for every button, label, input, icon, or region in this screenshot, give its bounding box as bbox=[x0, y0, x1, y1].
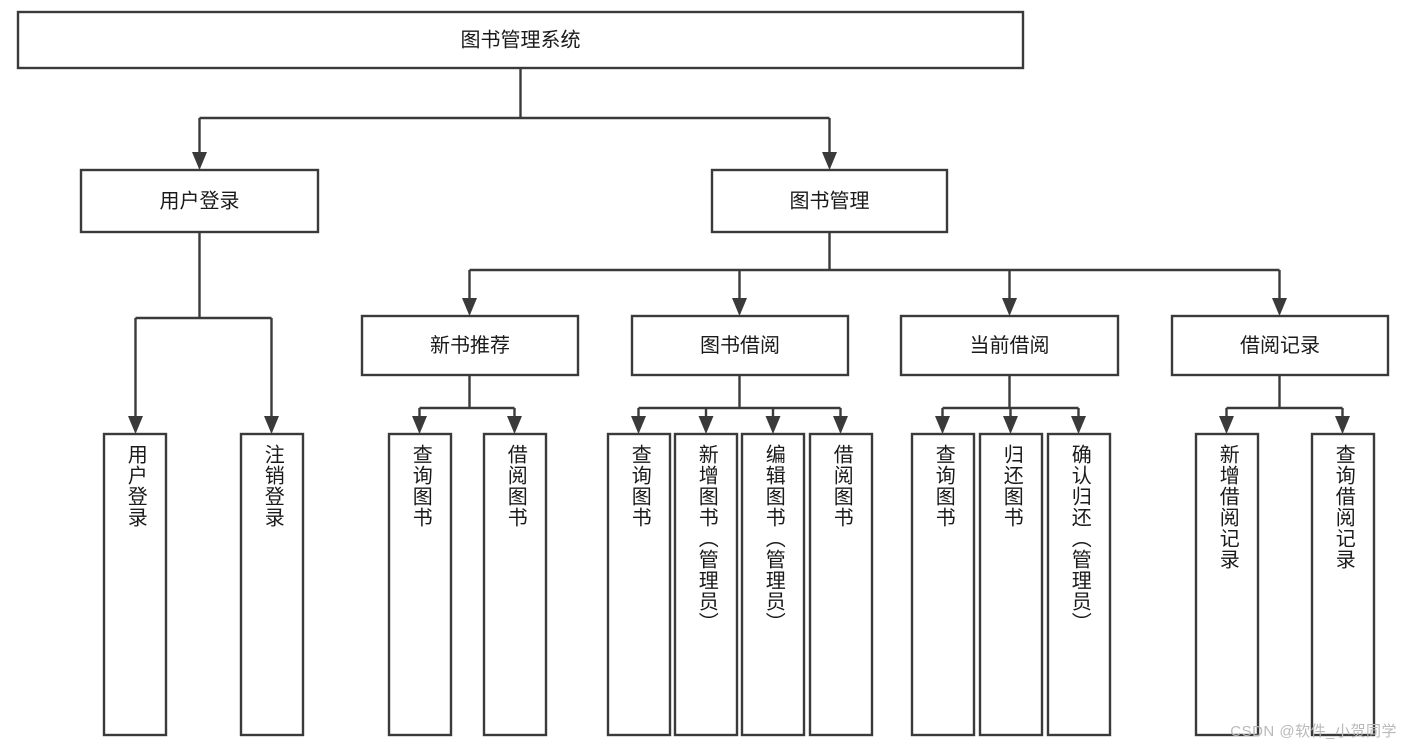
arrow-bm-c3-icon bbox=[1002, 298, 1017, 316]
node-box-user-login[interactable] bbox=[79, 168, 320, 234]
arrow-bm-c1-icon bbox=[462, 298, 477, 316]
node-label-root: 图书管理系统 bbox=[461, 28, 581, 51]
node-box-bb-query-book[interactable] bbox=[606, 432, 672, 737]
node-box-nb-borrow-book[interactable] bbox=[482, 432, 548, 737]
node-box-bb-add-book[interactable] bbox=[673, 432, 739, 737]
node-label-current-borrow: 当前借阅 bbox=[970, 334, 1050, 357]
node-label-book-manage: 图书管理 bbox=[790, 189, 870, 212]
node-box-root[interactable] bbox=[16, 10, 1025, 70]
node-box-borrow-record[interactable] bbox=[1170, 314, 1390, 377]
arrow-nb-1-icon bbox=[412, 416, 427, 434]
node-label-user-login: 用户登录 bbox=[160, 189, 240, 212]
node-box-cb-query-book[interactable] bbox=[910, 432, 976, 737]
node-box-book-borrow[interactable] bbox=[630, 314, 850, 377]
arrow-br-2-icon bbox=[1335, 416, 1350, 434]
node-boxes bbox=[16, 10, 1390, 737]
arrow-ul-c2-icon bbox=[264, 416, 279, 434]
arrow-cb-3-icon bbox=[1071, 416, 1086, 434]
node-box-bb-edit-book[interactable] bbox=[740, 432, 806, 737]
arrow-cb-1-icon bbox=[935, 416, 950, 434]
arrow-bb-1-icon bbox=[631, 416, 646, 434]
arrow-cb-2-icon bbox=[1003, 416, 1018, 434]
node-box-cb-return-book[interactable] bbox=[978, 432, 1044, 737]
arrow-heads bbox=[128, 152, 1350, 434]
arrow-book-manage-icon bbox=[822, 152, 837, 170]
node-box-user-logout[interactable] bbox=[239, 432, 305, 737]
node-box-br-query-record[interactable] bbox=[1310, 432, 1376, 737]
node-label-borrow-record: 借阅记录 bbox=[1240, 334, 1320, 357]
arrow-bm-c2-icon bbox=[732, 298, 747, 316]
arrow-ul-c1-icon bbox=[128, 416, 143, 434]
node-box-user-login-do[interactable] bbox=[102, 432, 168, 737]
node-box-book-manage[interactable] bbox=[710, 168, 949, 234]
arrow-user-login-icon bbox=[192, 152, 207, 170]
arrow-bb-2-icon bbox=[698, 416, 714, 434]
arrow-br-1-icon bbox=[1219, 416, 1234, 434]
node-box-cb-confirm-return[interactable] bbox=[1046, 432, 1112, 737]
arrow-bb-3-icon bbox=[765, 416, 781, 434]
node-box-br-add-record[interactable] bbox=[1194, 432, 1260, 737]
node-label-book-borrow: 图书借阅 bbox=[700, 334, 780, 357]
arrow-bm-c4-icon bbox=[1272, 298, 1287, 316]
arrow-bb-4-icon bbox=[833, 416, 848, 434]
watermark-text: CSDN @软件_小贺同学 bbox=[1230, 723, 1397, 740]
node-label-new-book-recommend: 新书推荐 bbox=[430, 334, 510, 357]
node-box-nb-query-book[interactable] bbox=[387, 432, 453, 737]
arrow-nb-2-icon bbox=[507, 416, 522, 434]
node-box-current-borrow[interactable] bbox=[899, 314, 1120, 377]
node-box-bb-borrow-book[interactable] bbox=[808, 432, 874, 737]
node-box-new-book-recommend[interactable] bbox=[360, 314, 580, 377]
